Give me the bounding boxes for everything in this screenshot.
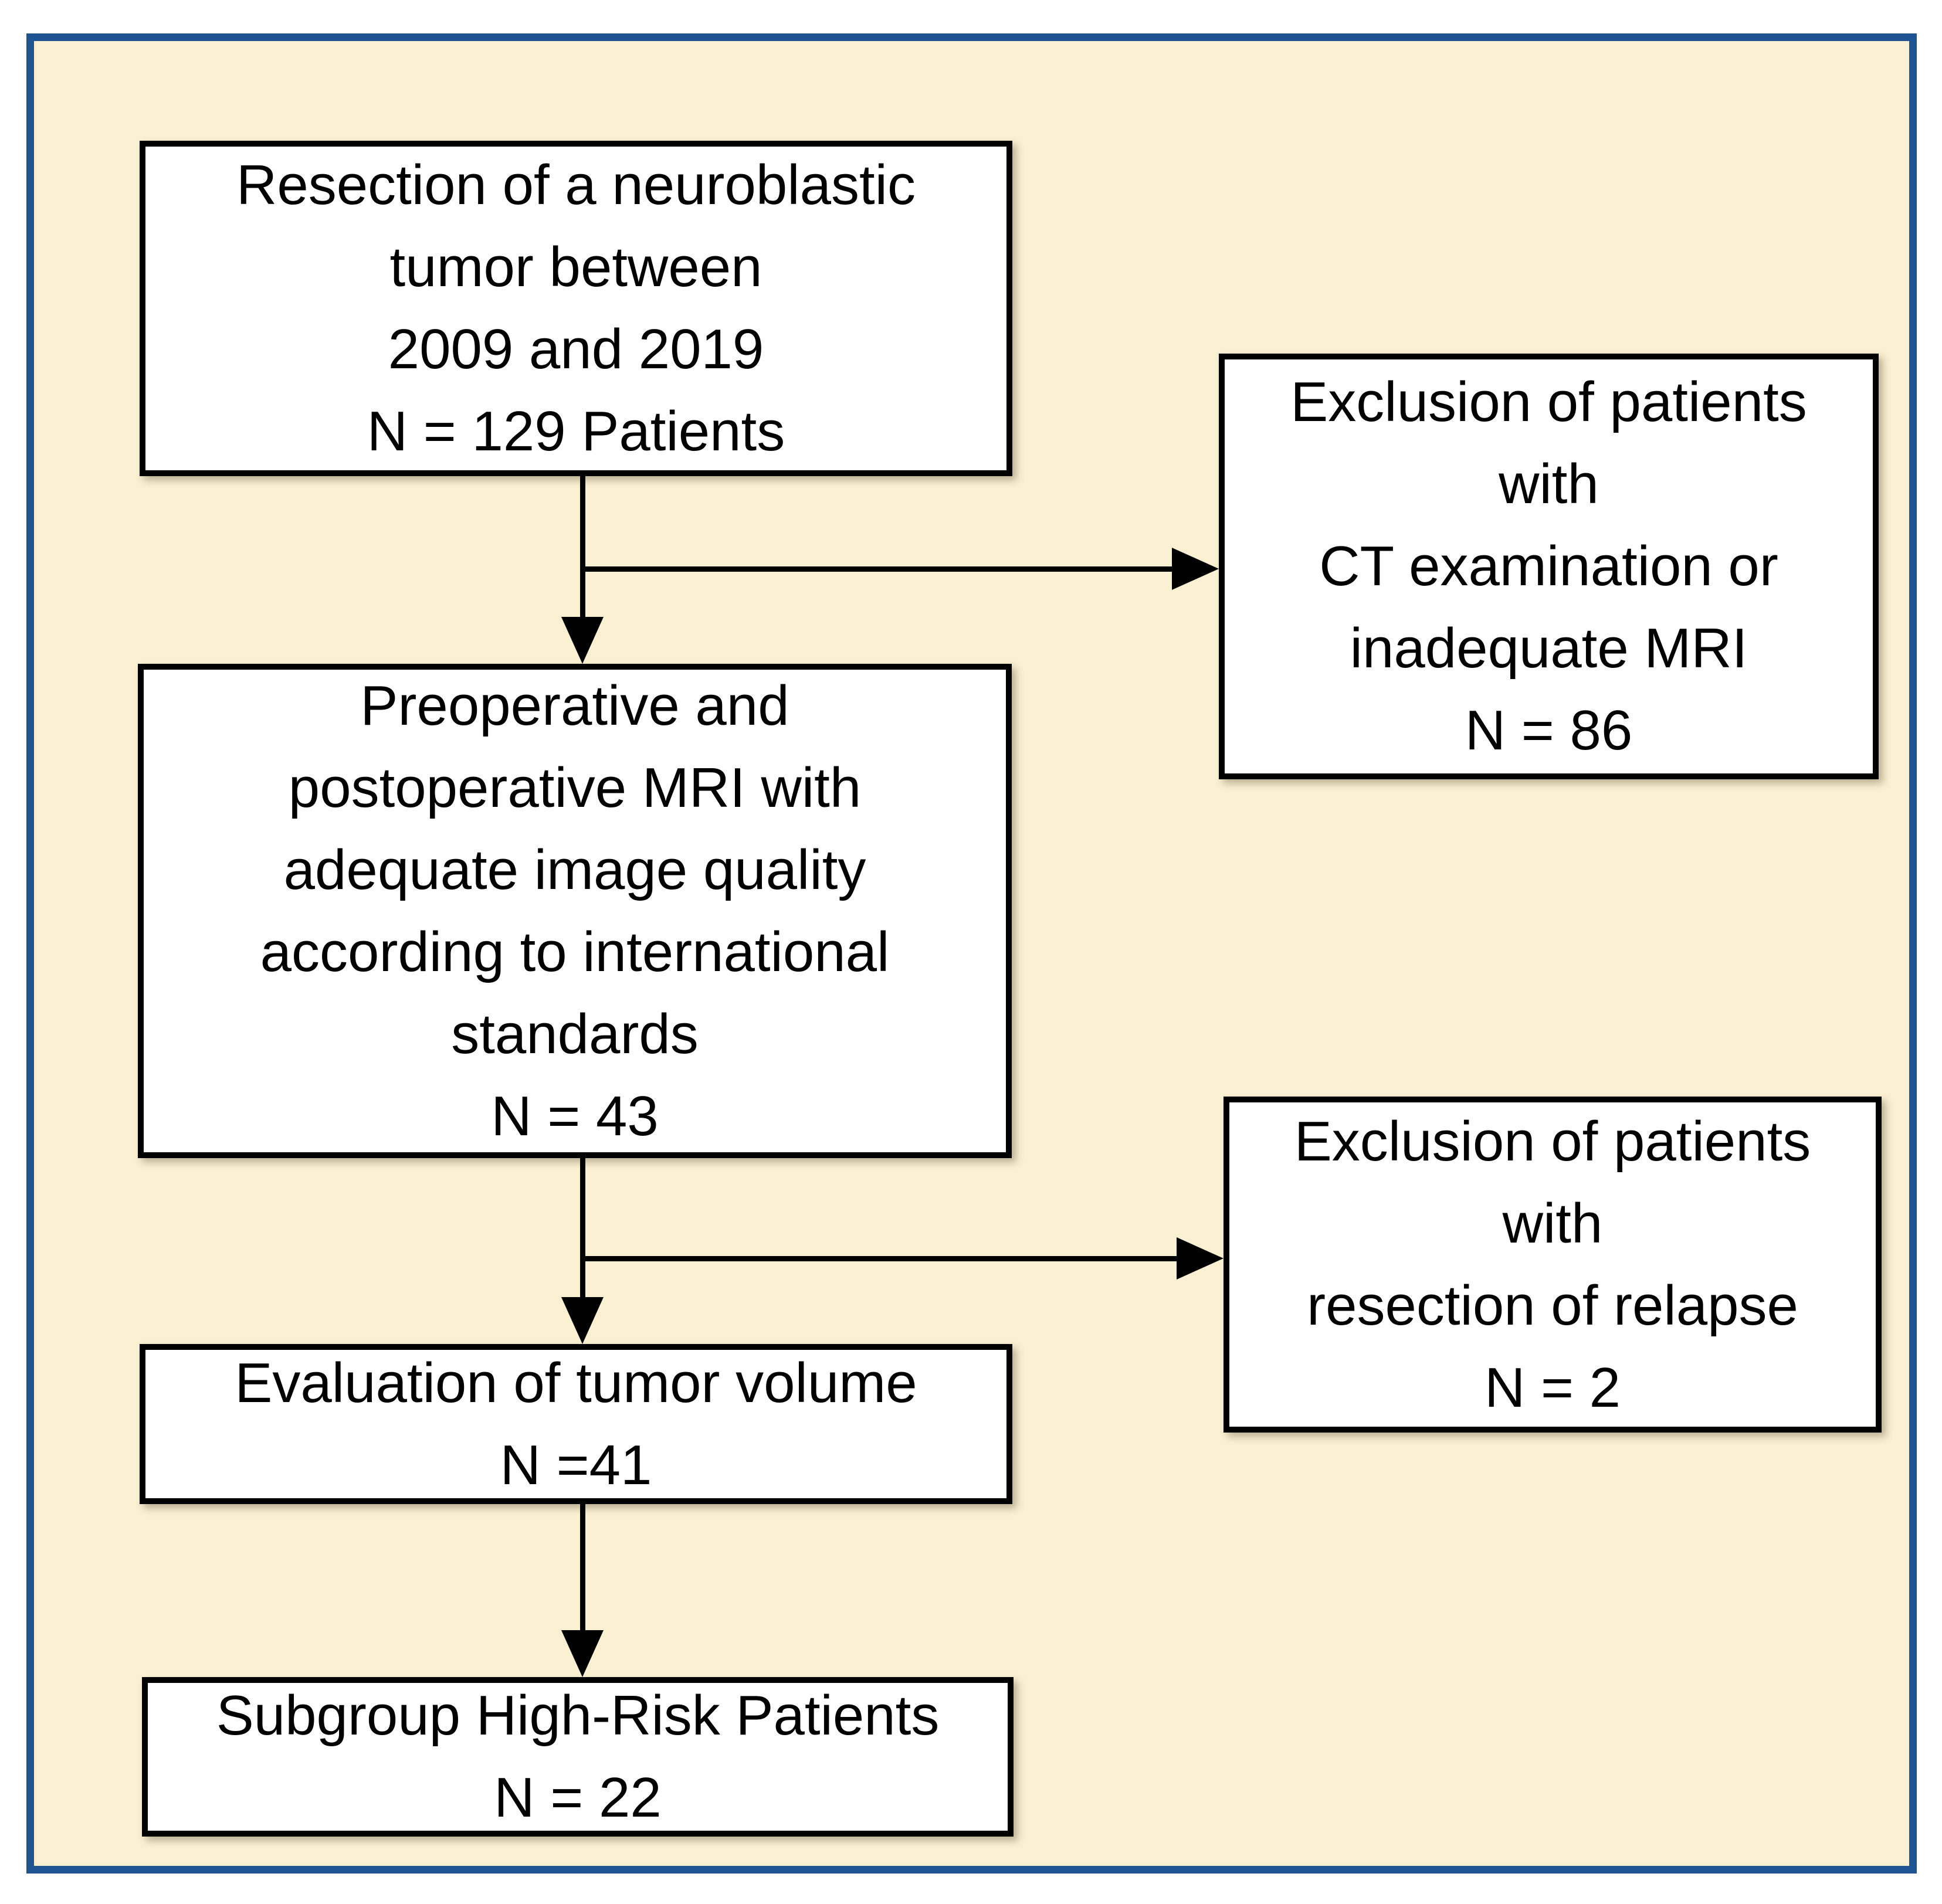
arrowhead-down-icon <box>561 1297 604 1344</box>
arrowhead-down-icon <box>561 617 604 664</box>
node-exclusion-ct-text: Exclusion of patients with CT examinatio… <box>1290 371 1807 762</box>
node-subgroup-high-risk-text: Subgroup High-Risk Patients N = 22 <box>216 1684 940 1829</box>
node-preop-postop-mri: Preoperative and postoperative MRI with … <box>138 664 1012 1158</box>
arrowhead-right-icon <box>1177 1237 1224 1279</box>
connector-resection-to-preopmri <box>580 476 585 617</box>
node-exclusion-relapse: Exclusion of patients with resection of … <box>1224 1097 1882 1433</box>
flowchart-frame: Resection of a neuroblastic tumor betwee… <box>26 33 1917 1874</box>
node-preop-postop-mri-text: Preoperative and postoperative MRI with … <box>260 674 890 1148</box>
connector-branch-to-exclusion-ct <box>580 566 1175 572</box>
arrowhead-down-icon <box>561 1630 604 1677</box>
node-evaluation-tumor-volume-text: Evaluation of tumor volume N =41 <box>235 1351 917 1496</box>
connector-evaluation-to-highrisk <box>580 1504 585 1632</box>
node-exclusion-ct-inadequate-mri: Exclusion of patients with CT examinatio… <box>1219 354 1879 779</box>
node-resection-tumor-text: Resection of a neuroblastic tumor betwee… <box>236 154 916 463</box>
node-evaluation-tumor-volume: Evaluation of tumor volume N =41 <box>140 1344 1012 1504</box>
connector-preopmri-to-evaluation <box>580 1158 585 1299</box>
node-resection-tumor: Resection of a neuroblastic tumor betwee… <box>140 141 1012 476</box>
connector-branch-to-exclusion-relapse <box>580 1256 1180 1261</box>
node-subgroup-high-risk: Subgroup High-Risk Patients N = 22 <box>142 1677 1014 1837</box>
node-exclusion-relapse-text: Exclusion of patients with resection of … <box>1294 1109 1811 1419</box>
arrowhead-right-icon <box>1172 548 1219 590</box>
